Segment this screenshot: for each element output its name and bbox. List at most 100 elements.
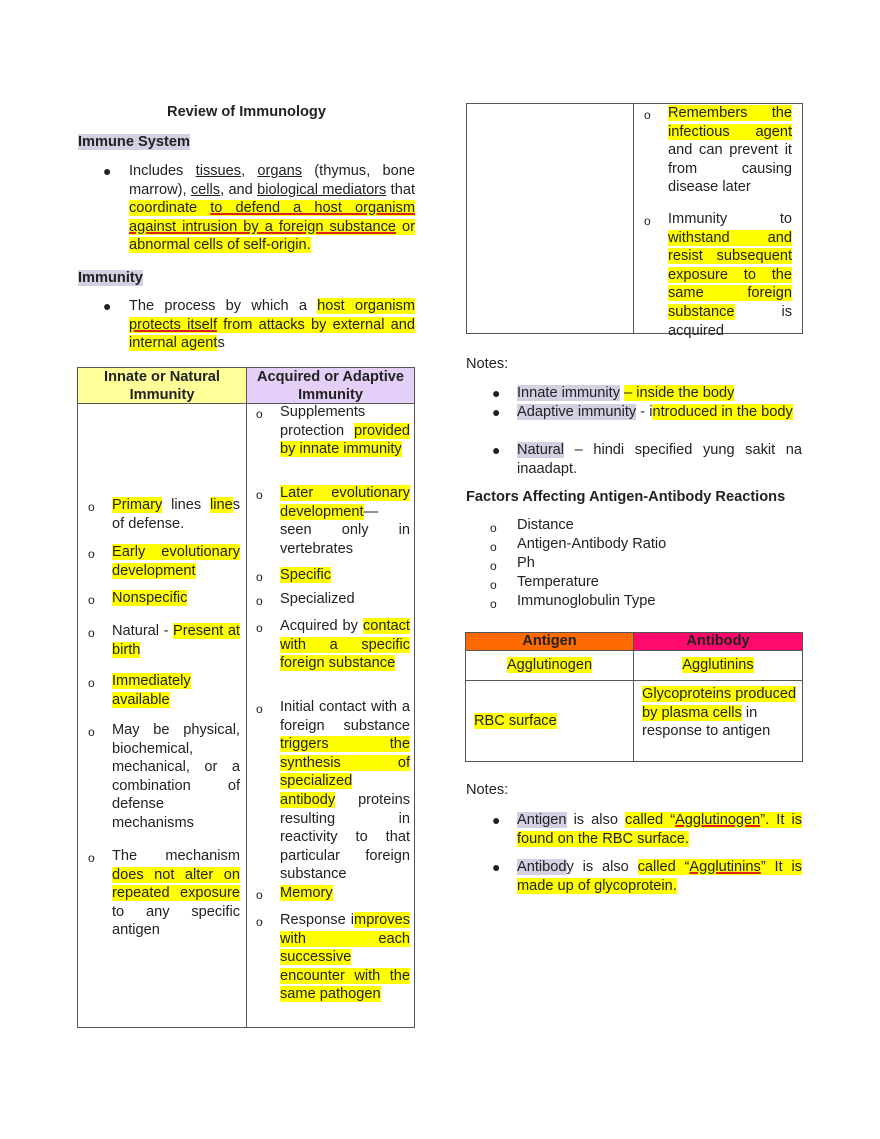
adaptive-immunity-item: Later evolutionary development— seen onl… [280,484,410,558]
notes-label: Notes: [466,356,509,372]
text-segment: to any specific antigen [112,903,240,939]
innate-immunity-item: Natural - Present at birth [112,622,240,659]
circle-bullet-icon: o [490,540,497,554]
immunity-table-continued [466,103,803,334]
text-segment: Innate immunity [517,385,621,401]
antigen-antibody-table [465,632,803,762]
circle-bullet-icon: o [88,593,95,607]
text-segment: Agglutinins [682,657,754,673]
cell-antibody-description: Glycoproteins produced by plasma cells i… [642,685,798,741]
text-segment: Glycoproteins produced by plasma cells [642,686,797,721]
text-segment: Agglutinogen [506,657,593,673]
innate-immunity-item: Early evolutionary development [112,543,240,580]
bullet-icon: ● [492,812,501,828]
text-segment: ntroduced in the body [652,404,793,420]
circle-bullet-icon: o [256,570,263,584]
text-segment: , [241,163,258,179]
text-segment: - i [636,404,653,420]
circle-bullet-icon: o [256,594,263,608]
adaptive-immunity-item: Initial contact with a foreign substance… [280,698,410,884]
factor-item: Distance [517,517,574,533]
bullet-icon: ● [103,163,112,179]
factor-item: Temperature [517,574,599,590]
text-segment: line [209,497,233,513]
text-segment: — seen only in vertebrates [280,503,410,557]
heading-immune-system: Immune System [78,134,190,150]
factor-item: Ph [517,555,535,571]
innate-immunity-item: Immediately available [112,672,240,709]
text-segment: Initial contact with a foreign substance [280,699,410,734]
text-segment: is acquired [668,303,792,339]
text-segment: Adaptive immunity [517,404,637,420]
page-title: Review of Immunology [167,104,326,120]
adaptive-immunity-item: Supplements protection provided by innat… [280,403,410,459]
circle-bullet-icon: o [644,214,651,228]
circle-bullet-icon: o [88,547,95,561]
text-segment: coordinate [129,200,211,217]
text-segment: Later evolutionary development [280,485,410,520]
circle-bullet-icon: o [490,578,497,592]
bullet-icon: ● [492,404,501,420]
adaptive-immunity-item: Memory [280,884,410,903]
adaptive-immunity-item: Remembers the infectious agent and can p… [668,104,792,197]
text-segment: s [217,335,225,352]
bullet-icon: ● [103,298,112,314]
note-item: Adaptive immunity - introduced in the bo… [517,403,802,422]
adaptive-immunity-item: Specific [280,566,410,585]
text-segment: lines [162,497,210,513]
circle-bullet-icon: o [88,851,95,865]
text-segment: Response i [280,912,355,928]
adaptive-immunity-item: Response improves with each successive e… [280,911,410,1004]
text-segment: , and [220,181,258,198]
text-segment: Specific [280,567,332,583]
text-segment: Immediately available [112,673,191,708]
circle-bullet-icon: o [256,888,263,902]
text-segment: proteins resulting in reactivity to that… [280,791,410,883]
text-segment: Natural - [112,623,173,639]
text-segment: Includes [129,163,196,179]
text-segment: cells [190,181,221,198]
factor-item: Antigen-Antibody Ratio [517,536,667,552]
heading-text: Immune System [78,134,190,150]
note-item: Innate immunity – inside the body [517,384,802,403]
text-segment: – hindi specified yung sakit na inaadapt… [517,442,802,477]
header-antigen: Antigen [466,633,633,650]
text-segment: called “ [637,859,690,875]
text-segment: Supplements protection [280,404,366,439]
bullet-icon: ● [492,442,501,458]
circle-bullet-icon: o [490,559,497,573]
bullet-icon: ● [492,859,501,875]
text-segment: Acquired by [280,618,363,634]
text-segment: y is also [566,859,638,875]
text-segment: does not alter on repeated exposure [112,866,240,902]
circle-bullet-icon: o [88,500,95,514]
text-segment: The mechanism [112,848,240,864]
header-adaptive: Acquired or Adaptive Immunity [247,368,414,403]
circle-bullet-icon: o [88,676,95,690]
text-segment: protects itself [129,316,218,333]
bullet-icon: ● [492,385,501,401]
cell-antigen-name: Agglutinogen [466,656,633,675]
innate-immunity-item: May be physical, biochemical, mechanical… [112,721,240,833]
circle-bullet-icon: o [256,621,263,635]
circle-bullet-icon: o [256,915,263,929]
text-segment: – inside the body [624,385,735,401]
factors-heading: Factors Affecting Antigen-Antibody React… [466,489,786,505]
heading-text: Immunity [78,270,143,286]
immune-system-definition: Includes tissues, organs (thymus, bone m… [129,162,415,255]
note-item: Natural – hindi specified yung sakit na … [517,441,802,478]
note-item: Antigen is also called “Agglutinogen”. I… [517,811,802,848]
text-segment: Primary [112,497,163,513]
text-segment: Antibod [517,859,567,875]
circle-bullet-icon: o [88,725,95,739]
text-segment: May be physical, biochemical, mechanical… [112,722,240,831]
text-segment: host organism [317,298,415,314]
header-innate: Innate or Natural Immunity [78,368,246,403]
circle-bullet-icon: o [88,626,95,640]
text-segment: s of defense. [112,497,240,532]
text-segment: is also [566,812,626,828]
text-segment: triggers the synthesis of specialized an… [280,736,410,808]
text-segment: Memory [280,885,333,901]
factor-item: Immunoglobulin Type [517,593,656,609]
text-segment: Immunity to [668,211,792,227]
